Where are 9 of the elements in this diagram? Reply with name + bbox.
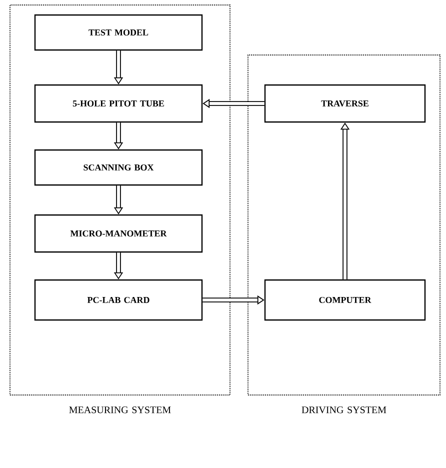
process-box: MICRO-MANOMETER [34, 214, 203, 253]
process-box: TEST MODEL [34, 14, 203, 51]
node-label: MEASURING SYSTEM [69, 406, 171, 414]
process-box: COMPUTER [264, 279, 426, 321]
process-box: 5-HOLE PITOT TUBE [34, 84, 203, 123]
node-label: DRIVING SYSTEM [302, 406, 386, 414]
process-box: PC-LAB CARD [34, 279, 203, 321]
process-box: SCANNING BOX [34, 149, 203, 186]
process-box: TRAVERSE [264, 84, 426, 123]
